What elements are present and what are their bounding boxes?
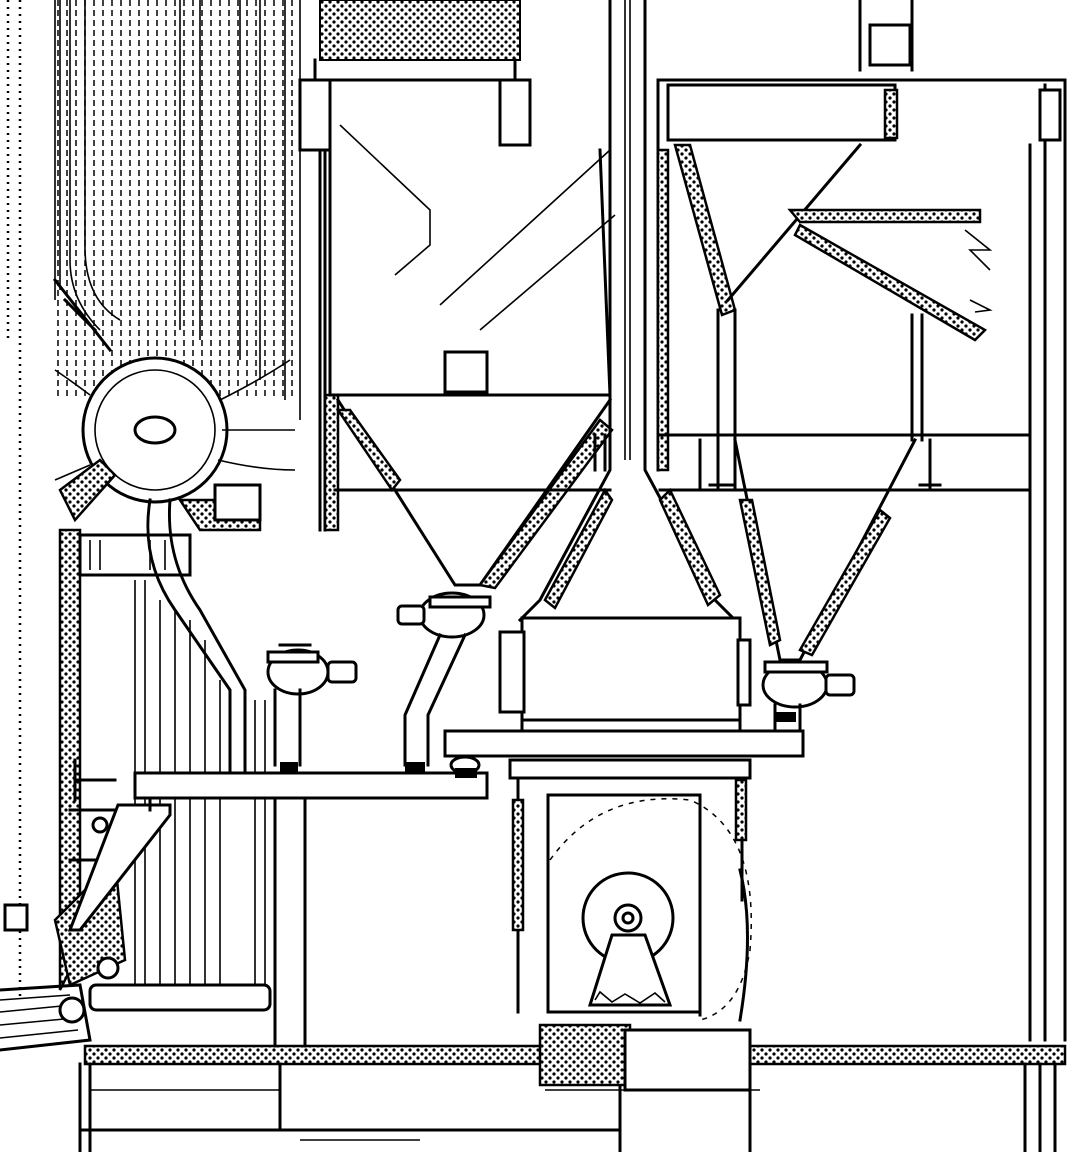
feeder-pipes bbox=[273, 633, 802, 774]
central-flue-stack bbox=[517, 0, 738, 623]
stoker-chain-grate bbox=[0, 758, 272, 1052]
downcomer-pipes bbox=[134, 498, 266, 990]
steam-drum bbox=[54, 356, 296, 504]
floor-slab bbox=[78, 1023, 1067, 1152]
hopper-right bbox=[656, 0, 1067, 1042]
furnace-wall bbox=[58, 458, 262, 991]
hopper-left bbox=[298, 0, 616, 590]
rotary-feeders bbox=[266, 591, 856, 709]
horizontal-conveyor-ducts bbox=[133, 729, 805, 1048]
water-tube-boiler bbox=[3, 0, 301, 1000]
exhaust-fan bbox=[508, 758, 752, 1022]
